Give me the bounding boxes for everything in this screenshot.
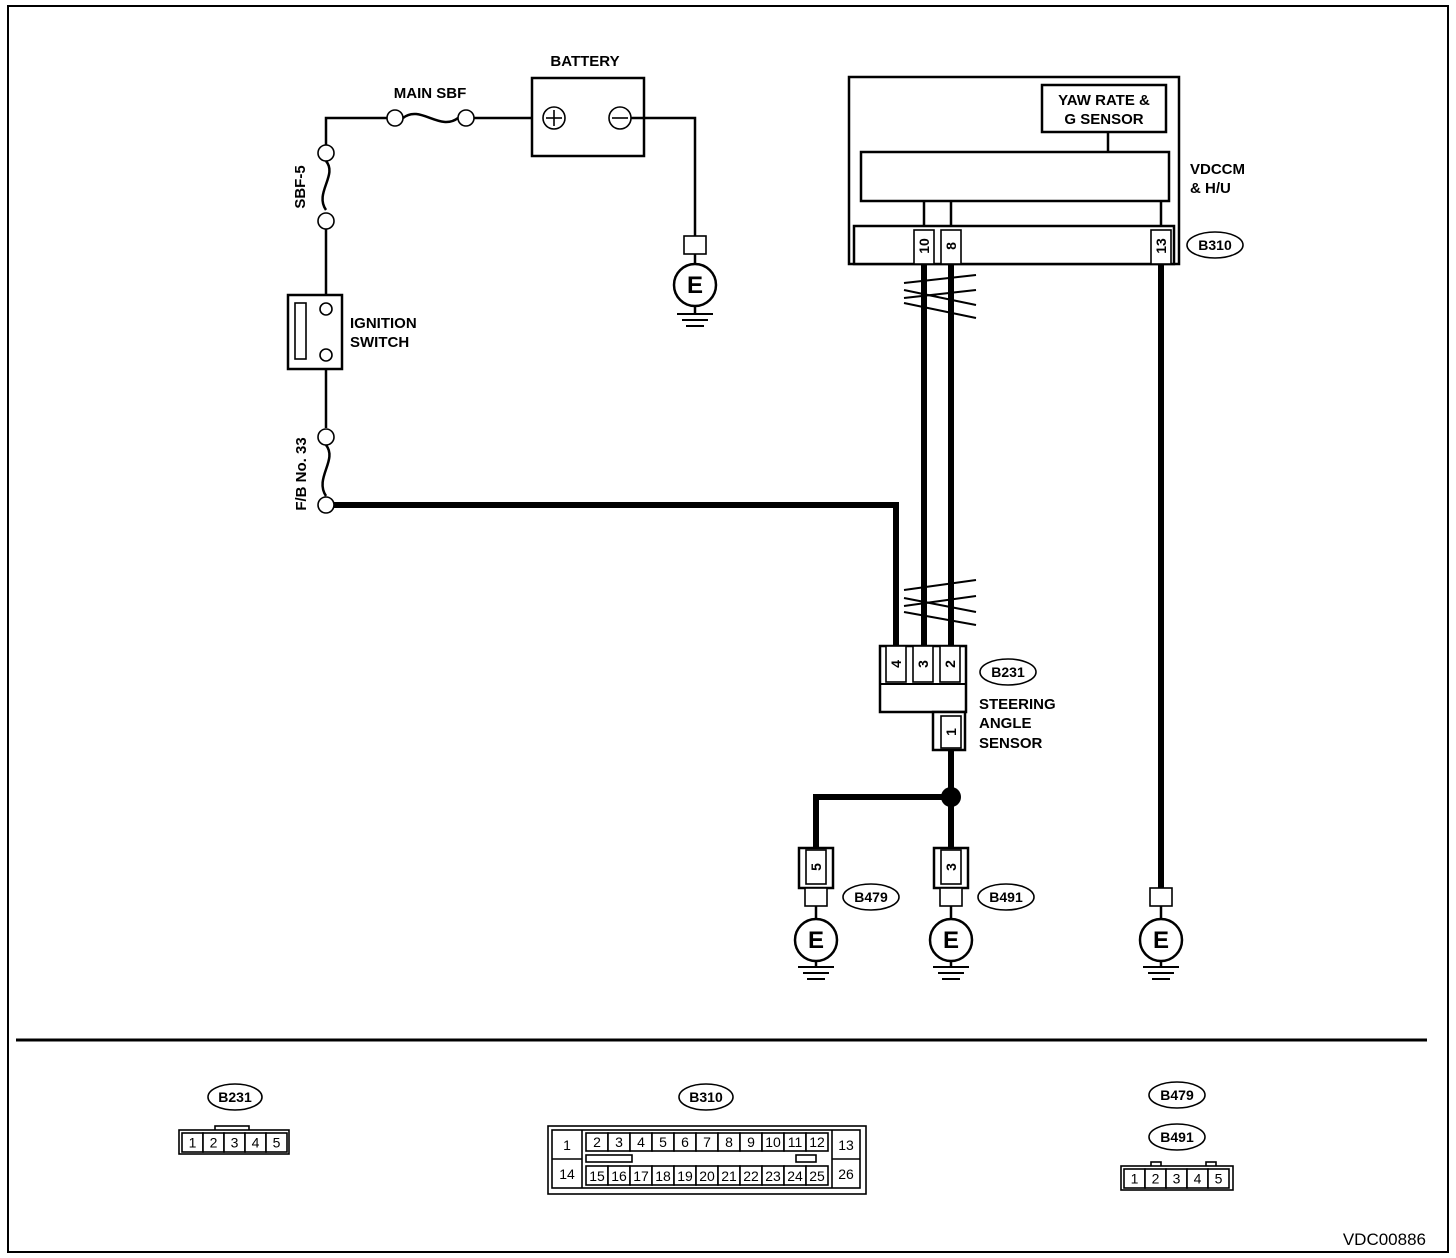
legend-b310-pin-label: 9 — [747, 1134, 755, 1150]
legend-b310-cell — [805, 1165, 829, 1186]
steering-label-1: STEERING — [979, 696, 1056, 713]
outer-frame — [7, 5, 1449, 1253]
vdccm-unit — [847, 75, 1181, 266]
steering-label-3: SENSOR — [979, 735, 1043, 752]
legend-b479-tag: B479 — [1160, 1087, 1194, 1103]
ground-b491 — [928, 846, 974, 980]
ignition-switch-label-2: SWITCH — [350, 334, 409, 351]
legend-b231-pin-label: 1 — [189, 1135, 197, 1151]
yaw-rate-sensor — [1040, 83, 1168, 134]
legend-b231-tag: B231 — [218, 1089, 252, 1105]
b479-ground-letter: E — [808, 927, 824, 954]
legend-b310-pin-label: 21 — [721, 1168, 737, 1184]
legend-b310-tag: B310 — [689, 1089, 723, 1105]
b491-pin-3: 3 — [943, 863, 959, 871]
vdccm-pin-13: 13 — [1153, 238, 1169, 254]
battery-label: BATTERY — [550, 53, 619, 70]
legend-b310-pin-label: 14 — [559, 1166, 575, 1182]
legend-b310-pin-label: 23 — [765, 1168, 781, 1184]
ground-b479 — [793, 846, 839, 980]
legend-b310-pin-label: 18 — [655, 1168, 671, 1184]
legend-b491-tag: B491 — [1160, 1129, 1194, 1145]
sas-pin-4: 4 — [888, 660, 904, 668]
legend-b310-pin-label: 4 — [637, 1134, 645, 1150]
legend-b310-pin-label: 10 — [765, 1134, 781, 1150]
ground-vdccm — [1138, 887, 1184, 980]
legend-b310-pin-label: 15 — [589, 1168, 605, 1184]
steering-angle-sensor — [878, 644, 968, 752]
legend-b231-pin-label: 5 — [273, 1135, 281, 1151]
battery-positive-terminal — [542, 106, 566, 130]
legend-b310-pin-label: 8 — [725, 1134, 733, 1150]
battery-ground — [672, 235, 718, 327]
tag-b479: B479 — [854, 889, 888, 905]
battery-negative-terminal — [608, 106, 632, 130]
legend-b310-pin-label: 13 — [838, 1137, 854, 1153]
legend-b310-pin-label: 11 — [788, 1134, 803, 1150]
vdccm-ground-letter: E — [1153, 927, 1169, 954]
legend-b231-pin-label: 4 — [252, 1135, 260, 1151]
steering-label-2: ANGLE — [979, 715, 1032, 732]
legend-b310-pin-label: 2 — [593, 1134, 601, 1150]
figure-code: VDC00886 — [1343, 1230, 1426, 1249]
vdccm-label-1: VDCCM — [1190, 161, 1245, 178]
legend-b479-pin-label: 4 — [1194, 1171, 1202, 1187]
tag-b310: B310 — [1198, 237, 1232, 253]
fb33-label: F/B No. 33 — [293, 437, 310, 510]
legend-b231-pin-label: 2 — [210, 1135, 218, 1151]
vdccm-pin-10: 10 — [916, 238, 932, 254]
legend-b310-pin-label: 3 — [615, 1134, 623, 1150]
tag-b231: B231 — [991, 664, 1025, 680]
legend-b310-pin-label: 12 — [809, 1134, 825, 1150]
legend-b310-pin-label: 17 — [633, 1168, 649, 1184]
legend-b479-pin-label: 5 — [1215, 1171, 1223, 1187]
power-circuit — [286, 76, 899, 650]
legend-b479-pin-label: 3 — [1173, 1171, 1181, 1187]
legend-b231-cell — [265, 1132, 288, 1153]
legend-b479-pin-label: 2 — [1152, 1171, 1160, 1187]
legend-b479-cell — [1207, 1168, 1230, 1189]
yaw-rate-label-1: YAW RATE & — [1058, 92, 1150, 109]
legend-b310-pin-label: 6 — [681, 1134, 689, 1150]
sbf5-label: SBF-5 — [292, 165, 309, 208]
vdccm-label-2: & H/U — [1190, 180, 1231, 197]
vdccm-pin-8: 8 — [943, 242, 959, 250]
legend-b310-pin-label: 25 — [809, 1168, 825, 1184]
legend-b310-pin-label: 24 — [787, 1168, 803, 1184]
twisted-pair-marks-upper — [903, 274, 977, 319]
legend-b310-pin-label: 1 — [563, 1137, 571, 1153]
sas-pin-3: 3 — [915, 660, 931, 668]
legend-b310-cell — [805, 1132, 829, 1152]
legend-b310-pin-label: 19 — [677, 1168, 693, 1184]
ignition-switch-label-1: IGNITION — [350, 315, 417, 332]
b479-pin-5: 5 — [808, 863, 824, 871]
legend-b310-pin-label: 16 — [611, 1168, 627, 1184]
legend-b310-pin-label: 20 — [699, 1168, 715, 1184]
legend-b310-pin-label: 5 — [659, 1134, 667, 1150]
legend-b479-pin-label: 1 — [1131, 1171, 1139, 1187]
legend-b310-pin-label: 26 — [838, 1166, 854, 1182]
legend-b310-pin-label: 7 — [703, 1134, 711, 1150]
sas-pin-2: 2 — [942, 660, 958, 668]
twisted-pair-marks-lower — [903, 579, 977, 626]
b491-ground-letter: E — [943, 927, 959, 954]
tag-b491: B491 — [989, 889, 1023, 905]
legend-b310-pin-label: 22 — [743, 1168, 759, 1184]
yaw-rate-label-2: G SENSOR — [1064, 111, 1143, 128]
sas-pin-1: 1 — [943, 728, 959, 736]
battery-ground-letter: E — [687, 272, 703, 299]
legend-b231-pin-label: 3 — [231, 1135, 239, 1151]
main-sbf-label: MAIN SBF — [394, 85, 467, 102]
